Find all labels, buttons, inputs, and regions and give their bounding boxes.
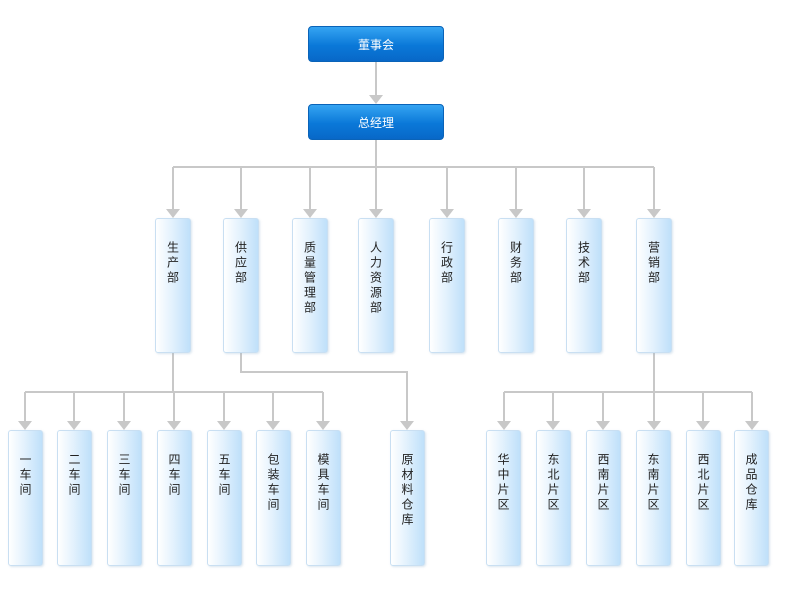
arrow-down-icon bbox=[596, 421, 610, 430]
unit-label: 模具车间 bbox=[316, 453, 330, 513]
unit-box-mold: 模具车间 bbox=[306, 430, 341, 566]
unit-label: 西南片区 bbox=[596, 453, 610, 513]
arrow-down-icon bbox=[167, 421, 181, 430]
unit-box-northwest: 西北片区 bbox=[686, 430, 721, 566]
arrow-down-icon bbox=[117, 421, 131, 430]
unit-box-finished-goods-warehouse: 成品仓库 bbox=[734, 430, 769, 566]
unit-label: 二车间 bbox=[67, 453, 81, 498]
unit-label: 五车间 bbox=[217, 453, 231, 498]
arrow-down-icon bbox=[316, 421, 330, 430]
arrow-down-icon bbox=[369, 209, 383, 218]
arrow-down-icon bbox=[440, 209, 454, 218]
arrow-down-icon bbox=[696, 421, 710, 430]
dept-box-quality: 质量管理部 bbox=[292, 218, 328, 353]
unit-box-southwest: 西南片区 bbox=[586, 430, 621, 566]
dept-box-hr: 人力资源部 bbox=[358, 218, 394, 353]
arrow-down-icon bbox=[509, 209, 523, 218]
unit-box-workshop-1: 一车间 bbox=[8, 430, 43, 566]
general-manager-label: 总经理 bbox=[357, 115, 394, 130]
arrow-down-icon bbox=[217, 421, 231, 430]
dept-label: 财务部 bbox=[508, 241, 523, 286]
board-label: 董事会 bbox=[357, 37, 394, 52]
arrow-down-icon bbox=[166, 209, 180, 218]
arrow-down-icon bbox=[303, 209, 317, 218]
arrow-down-icon bbox=[647, 421, 661, 430]
dept-box-admin: 行政部 bbox=[429, 218, 465, 353]
arrow-down-icon bbox=[745, 421, 759, 430]
arrow-down-icon bbox=[497, 421, 511, 430]
unit-box-central-china: 华中片区 bbox=[486, 430, 521, 566]
unit-label: 原材料仓库 bbox=[400, 453, 414, 528]
arrow-down-icon bbox=[577, 209, 591, 218]
unit-box-workshop-4: 四车间 bbox=[157, 430, 192, 566]
unit-label: 西北片区 bbox=[696, 453, 710, 513]
unit-box-workshop-5: 五车间 bbox=[207, 430, 242, 566]
unit-label: 东南片区 bbox=[646, 453, 660, 513]
dept-box-finance: 财务部 bbox=[498, 218, 534, 353]
unit-box-packaging: 包装车间 bbox=[256, 430, 291, 566]
arrow-down-icon bbox=[369, 95, 383, 104]
arrow-down-icon bbox=[18, 421, 32, 430]
dept-label: 行政部 bbox=[439, 241, 454, 286]
unit-label: 东北片区 bbox=[546, 453, 560, 513]
dept-label: 人力资源部 bbox=[368, 241, 383, 316]
dept-label: 技术部 bbox=[576, 241, 591, 286]
arrow-down-icon bbox=[647, 209, 661, 218]
dept-box-tech: 技术部 bbox=[566, 218, 602, 353]
unit-label: 四车间 bbox=[167, 453, 181, 498]
unit-box-workshop-3: 三车间 bbox=[107, 430, 142, 566]
arrow-down-icon bbox=[266, 421, 280, 430]
unit-label: 三车间 bbox=[117, 453, 131, 498]
arrow-down-icon bbox=[67, 421, 81, 430]
unit-box-northeast: 东北片区 bbox=[536, 430, 571, 566]
board-box: 董事会 bbox=[308, 26, 444, 62]
dept-label: 营销部 bbox=[646, 241, 661, 286]
arrow-down-icon bbox=[234, 209, 248, 218]
arrow-down-icon bbox=[400, 421, 414, 430]
dept-label: 供应部 bbox=[233, 241, 248, 286]
unit-label: 成品仓库 bbox=[744, 453, 758, 513]
dept-label: 生产部 bbox=[165, 241, 180, 286]
arrow-down-icon bbox=[546, 421, 560, 430]
unit-box-southeast: 东南片区 bbox=[636, 430, 671, 566]
dept-box-production: 生产部 bbox=[155, 218, 191, 353]
unit-label: 华中片区 bbox=[496, 453, 510, 513]
unit-box-raw-material-warehouse: 原材料仓库 bbox=[390, 430, 425, 566]
unit-box-workshop-2: 二车间 bbox=[57, 430, 92, 566]
dept-box-supply: 供应部 bbox=[223, 218, 259, 353]
dept-label: 质量管理部 bbox=[302, 241, 317, 316]
unit-label: 包装车间 bbox=[266, 453, 280, 513]
general-manager-box: 总经理 bbox=[308, 104, 444, 140]
unit-label: 一车间 bbox=[18, 453, 32, 498]
dept-box-sales: 营销部 bbox=[636, 218, 672, 353]
connector bbox=[240, 353, 408, 422]
